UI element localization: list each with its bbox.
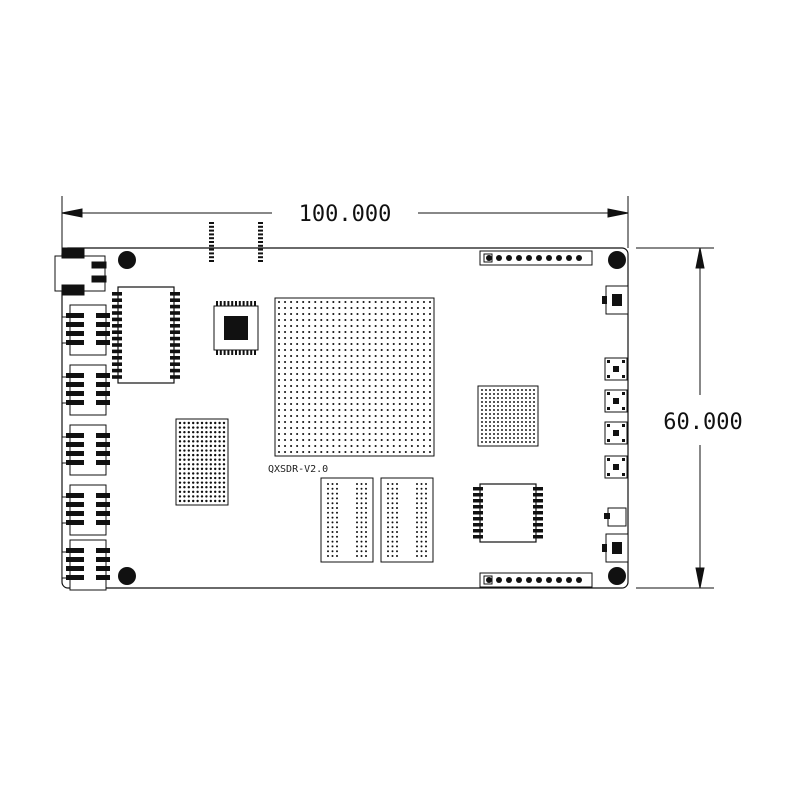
power-jack — [54, 247, 107, 296]
rf-connector — [61, 364, 110, 416]
bga-main-fpga — [274, 297, 435, 457]
rf-connector — [61, 424, 110, 476]
height-dimension — [636, 247, 714, 589]
memory-chip-left — [320, 477, 374, 563]
pin-header-bottom — [479, 572, 593, 588]
rf-connector — [61, 304, 110, 356]
memory-chip-right — [380, 477, 434, 563]
mounting-hole-top-left — [118, 251, 136, 269]
width-arrow-right — [607, 208, 629, 218]
silkscreen-label: QXSDR-V2.0 — [268, 464, 328, 475]
rf-connector-column — [61, 304, 110, 591]
soic-chip-left — [112, 286, 180, 384]
height-label: 60.000 — [663, 410, 742, 435]
height-arrow-bottom — [695, 567, 705, 589]
height-arrow-top — [695, 247, 705, 269]
bga-chip-right — [477, 385, 539, 447]
mounting-hole-top-right — [608, 251, 626, 269]
width-arrow-left — [61, 208, 83, 218]
rf-connector — [61, 539, 110, 591]
pin-header-top — [479, 250, 593, 266]
bga-chip-left — [175, 418, 229, 506]
mounting-hole-bottom-left — [118, 567, 136, 585]
mounting-hole-bottom-right — [608, 567, 626, 585]
width-label: 100.000 — [299, 202, 392, 227]
qfp-chip — [209, 222, 263, 355]
rf-connector — [61, 484, 110, 536]
right-side-components — [602, 285, 629, 563]
width-dimension — [61, 196, 629, 248]
soic-chip-right — [473, 483, 543, 543]
